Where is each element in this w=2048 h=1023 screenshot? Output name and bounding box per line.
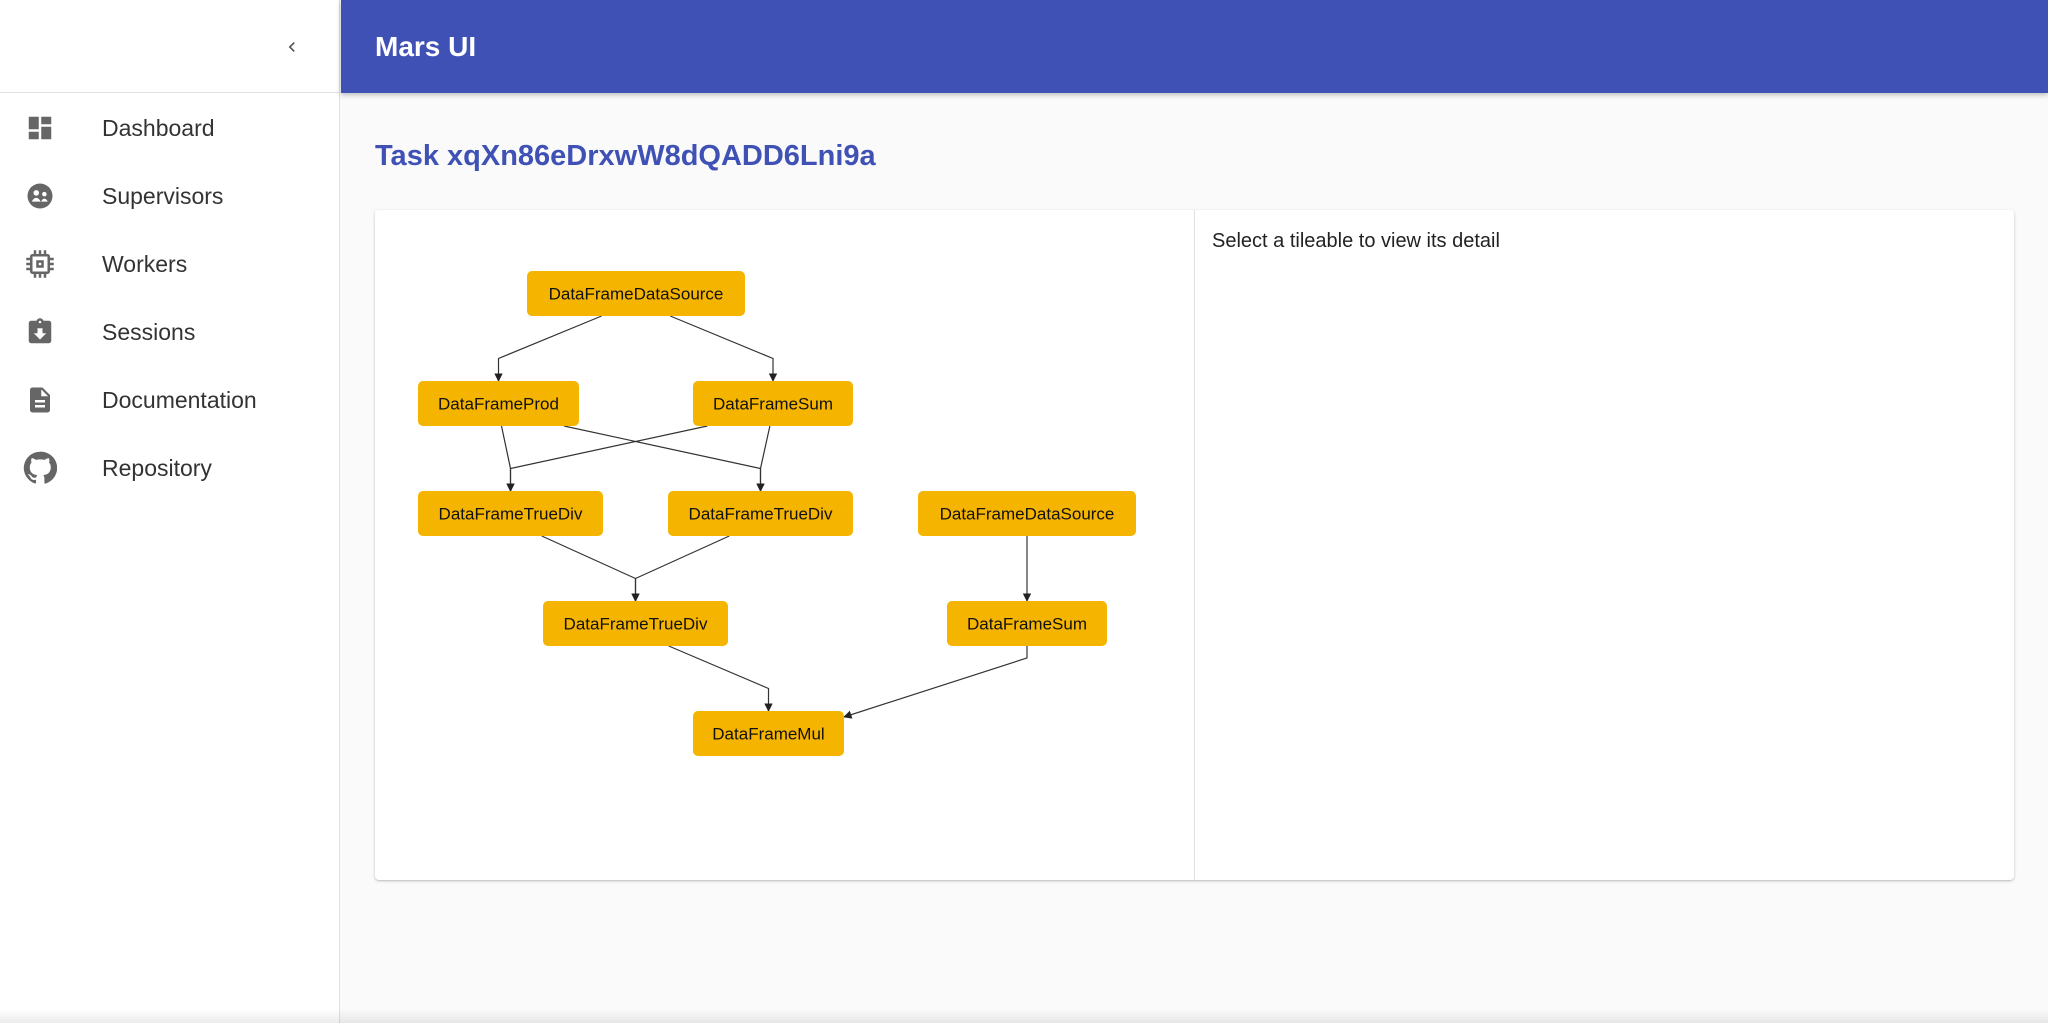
page-title: Task xqXn86eDrxwW8dQADD6Lni9a (375, 140, 876, 172)
graph-node-label: DataFrameTrueDiv (689, 505, 833, 524)
graph-edge (500, 425, 515, 492)
graph-edge (670, 315, 778, 382)
supervisor-icon (23, 179, 57, 213)
graph-node[interactable]: DataFrameSum (693, 381, 853, 426)
graph-node-box[interactable] (418, 381, 579, 426)
graph-edge (843, 646, 1028, 719)
graph-node-label: DataFrameSum (713, 395, 833, 414)
graph-node-label: DataFrameDataSource (940, 505, 1115, 524)
graph-node[interactable]: DataFrameDataSource (527, 271, 745, 316)
graph-node-box[interactable] (418, 491, 603, 536)
sidebar-item-label: Workers (102, 250, 188, 277)
graph-node-box[interactable] (527, 271, 745, 316)
graph-node-label: DataFrameSum (967, 615, 1087, 634)
graph-node-box[interactable] (693, 381, 853, 426)
collapse-sidebar-button[interactable] (272, 27, 312, 67)
bottom-shadow (0, 1009, 2048, 1023)
sidebar-item-label: Supervisors (102, 182, 224, 209)
chip-icon (23, 247, 57, 281)
graph-edge (631, 535, 730, 602)
sidebar-item-label: Dashboard (102, 114, 215, 141)
graph-node[interactable]: DataFrameProd (418, 381, 579, 426)
sidebar-item-label: Repository (102, 454, 212, 481)
graph-edge (541, 535, 640, 602)
graph-node-label: DataFrameMul (712, 725, 824, 744)
graph-node-box[interactable] (693, 711, 844, 756)
sidebar-item-label: Documentation (102, 386, 257, 413)
graph-edge (494, 315, 602, 382)
graph-node-label: DataFrameDataSource (549, 285, 724, 304)
sidebar-header (0, 0, 339, 93)
sidebar: Dashboard Supervisors Workers Sessions (0, 0, 340, 1023)
graph-node-box[interactable] (918, 491, 1136, 536)
graph-node-label: DataFrameTrueDiv (439, 505, 583, 524)
github-icon (23, 451, 57, 485)
graph-edge (756, 425, 771, 492)
sidebar-nav: Dashboard Supervisors Workers Sessions (0, 93, 339, 502)
dashboard-icon (23, 111, 57, 145)
graph-node[interactable]: DataFrameTrueDiv (668, 491, 853, 536)
graph-edge (668, 645, 773, 712)
sidebar-item-workers[interactable]: Workers (0, 230, 339, 298)
graph-node[interactable]: DataFrameTrueDiv (543, 601, 728, 646)
detail-placeholder: Select a tileable to view its detail (1212, 230, 1500, 252)
sidebar-item-sessions[interactable]: Sessions (0, 298, 339, 366)
graph-node[interactable]: DataFrameMul (693, 711, 844, 756)
graph-node-box[interactable] (543, 601, 728, 646)
clipboard-download-icon (23, 315, 57, 349)
graph-node-box[interactable] (947, 601, 1107, 646)
sidebar-item-repository[interactable]: Repository (0, 434, 339, 502)
sidebar-item-documentation[interactable]: Documentation (0, 366, 339, 434)
sidebar-item-supervisors[interactable]: Supervisors (0, 162, 339, 230)
graph-edge (506, 425, 708, 492)
app-title: Mars UI (375, 30, 477, 62)
graph-node-box[interactable] (668, 491, 853, 536)
graph-node-label: DataFrameTrueDiv (564, 615, 708, 634)
graph-node[interactable]: DataFrameSum (947, 601, 1107, 646)
chevron-left-icon (288, 42, 295, 52)
graph-node[interactable]: DataFrameTrueDiv (418, 491, 603, 536)
sidebar-item-label: Sessions (102, 318, 196, 345)
graph-node-label: DataFrameProd (438, 395, 559, 414)
document-icon (23, 383, 57, 417)
tileable-detail-pane: Select a tileable to view its detail (1196, 210, 2014, 880)
app-header: Mars UI (341, 0, 2048, 93)
graph-node[interactable]: DataFrameDataSource (918, 491, 1136, 536)
sidebar-item-dashboard[interactable]: Dashboard (0, 94, 339, 162)
